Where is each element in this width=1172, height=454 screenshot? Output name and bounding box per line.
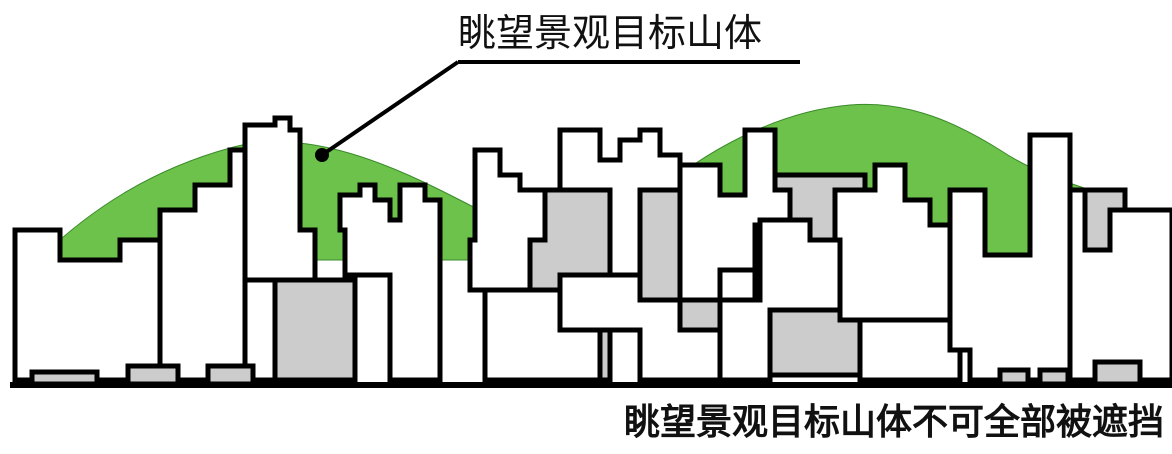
buildings-front [12,115,1172,383]
callout-label: 眺望景观目标山体 [458,11,763,55]
low-buildings [29,359,1143,387]
callout-leader [315,60,800,162]
diagram-caption: 眺望景观目标山体不可全部被遮挡 [623,402,1164,443]
